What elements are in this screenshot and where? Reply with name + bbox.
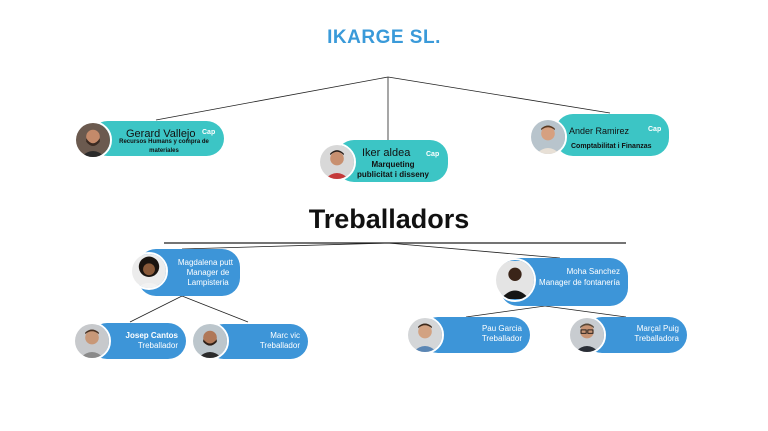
man-smiling-avatar-icon xyxy=(529,118,567,156)
leader-node-gerard[interactable]: Gerard Vallejo Recursos Humans y compra … xyxy=(90,121,224,156)
worker-role: Treballador xyxy=(259,341,300,350)
section-title: Treballadors xyxy=(308,204,470,234)
man-beard-avatar-icon xyxy=(74,121,112,159)
leader-node-iker[interactable]: Iker aldea Marqueting publicitat i disse… xyxy=(336,140,448,182)
cap-badge: Cap xyxy=(648,126,662,133)
manager-role: Manager de fontanería xyxy=(539,278,620,287)
leader-name: Iker aldea xyxy=(362,147,411,159)
leader-role: Marqueting publicitat i disseny xyxy=(356,160,429,179)
manager-name: Magdalena putt xyxy=(177,258,233,267)
worker-name: Marc vic xyxy=(270,331,300,340)
company-title: IKARGE SL. xyxy=(327,27,441,48)
man-beard-avatar-icon xyxy=(191,322,229,360)
cap-badge: Cap xyxy=(202,129,216,136)
worker-name: Marçal Puig xyxy=(636,324,679,333)
worker-role: Treballadora xyxy=(634,334,679,343)
woman-curly-hair-avatar-icon xyxy=(130,252,168,290)
man-dark-jacket-avatar-icon xyxy=(494,258,536,302)
leader-name: Gerard Vallejo xyxy=(126,128,196,140)
worker-role: Treballador xyxy=(137,341,178,350)
man-red-shirt-avatar-icon xyxy=(318,143,356,181)
man-grey-shirt-avatar-icon xyxy=(73,322,111,360)
leader-name: Ander Ramirez xyxy=(569,126,630,136)
leader-role: Recursos Humans y compra de materiales xyxy=(119,139,209,154)
leader-node-ander[interactable]: Ander Ramirez Comptabilitat i Finanzas C… xyxy=(555,114,669,156)
man-denim-shirt-avatar-icon xyxy=(406,316,444,354)
cap-badge: Cap xyxy=(426,151,440,158)
leader-role: Comptabilitat i Finanzas xyxy=(571,143,652,150)
man-glasses-avatar-icon xyxy=(568,316,606,354)
worker-role: Treballador xyxy=(481,334,522,343)
manager-name: Moha Sanchez xyxy=(566,267,620,276)
worker-name: Josep Cantos xyxy=(125,331,178,340)
manager-role: Manager de Lampisteria xyxy=(186,268,230,287)
worker-name: Pau Garcia xyxy=(481,324,522,333)
